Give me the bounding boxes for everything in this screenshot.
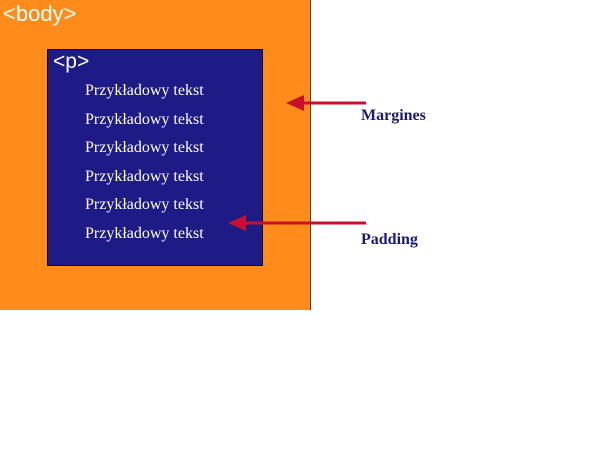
body-element-box: <body> <p> Przykładowy tekst Przykładowy… (0, 0, 311, 310)
sample-text-line: Przykładowy tekst (85, 139, 204, 157)
paragraph-element-box: <p> Przykładowy tekst Przykładowy tekst … (47, 49, 263, 266)
sample-text-lines: Przykładowy tekst Przykładowy tekst Przy… (85, 77, 204, 249)
sample-text-line: Przykładowy tekst (85, 110, 204, 128)
sample-text-line: Przykładowy tekst (85, 224, 204, 242)
sample-text-line: Przykładowy tekst (85, 167, 204, 185)
body-tag-label: <body> (3, 1, 77, 26)
sample-text-line: Przykładowy tekst (85, 196, 204, 214)
sample-text-line: Przykładowy tekst (85, 82, 204, 99)
margin-callout-label: Margines (361, 107, 426, 124)
padding-callout-label: Padding (361, 231, 418, 248)
paragraph-tag-label: <p> (53, 50, 90, 73)
